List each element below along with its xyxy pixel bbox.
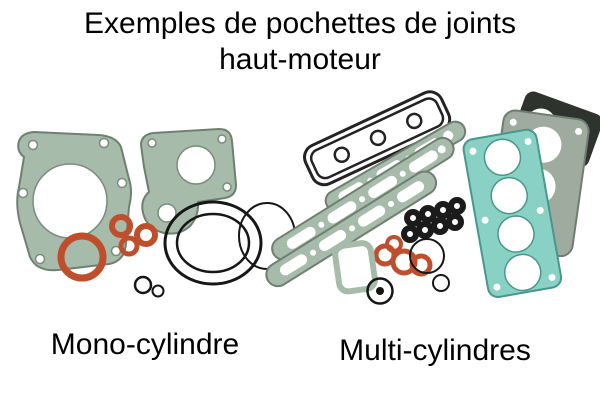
- rocker-cover-gasket: [303, 90, 452, 187]
- caption-mono-cylindre: Mono-cylindre: [50, 328, 240, 361]
- green-strip-gasket-2: [271, 136, 455, 261]
- page-title: Exemples de pochettes de joints haut-mot…: [0, 6, 600, 78]
- small-green-gasket: [332, 240, 378, 295]
- title-line-1: Exemples de pochettes de joints: [84, 7, 516, 40]
- valve-stem-seals: [401, 197, 466, 243]
- mono-cylinder-gasket-set: [16, 127, 296, 298]
- multi-cylinder-gasket-set: [265, 90, 600, 305]
- title-line-2: haut-moteur: [219, 43, 381, 76]
- green-strip-gasket-3: [265, 170, 438, 288]
- caption-multi-cylindres: Multi-cylindres: [339, 334, 531, 367]
- gasket-sets-illustration: [16, 90, 600, 305]
- teal-head-gasket: [462, 128, 563, 298]
